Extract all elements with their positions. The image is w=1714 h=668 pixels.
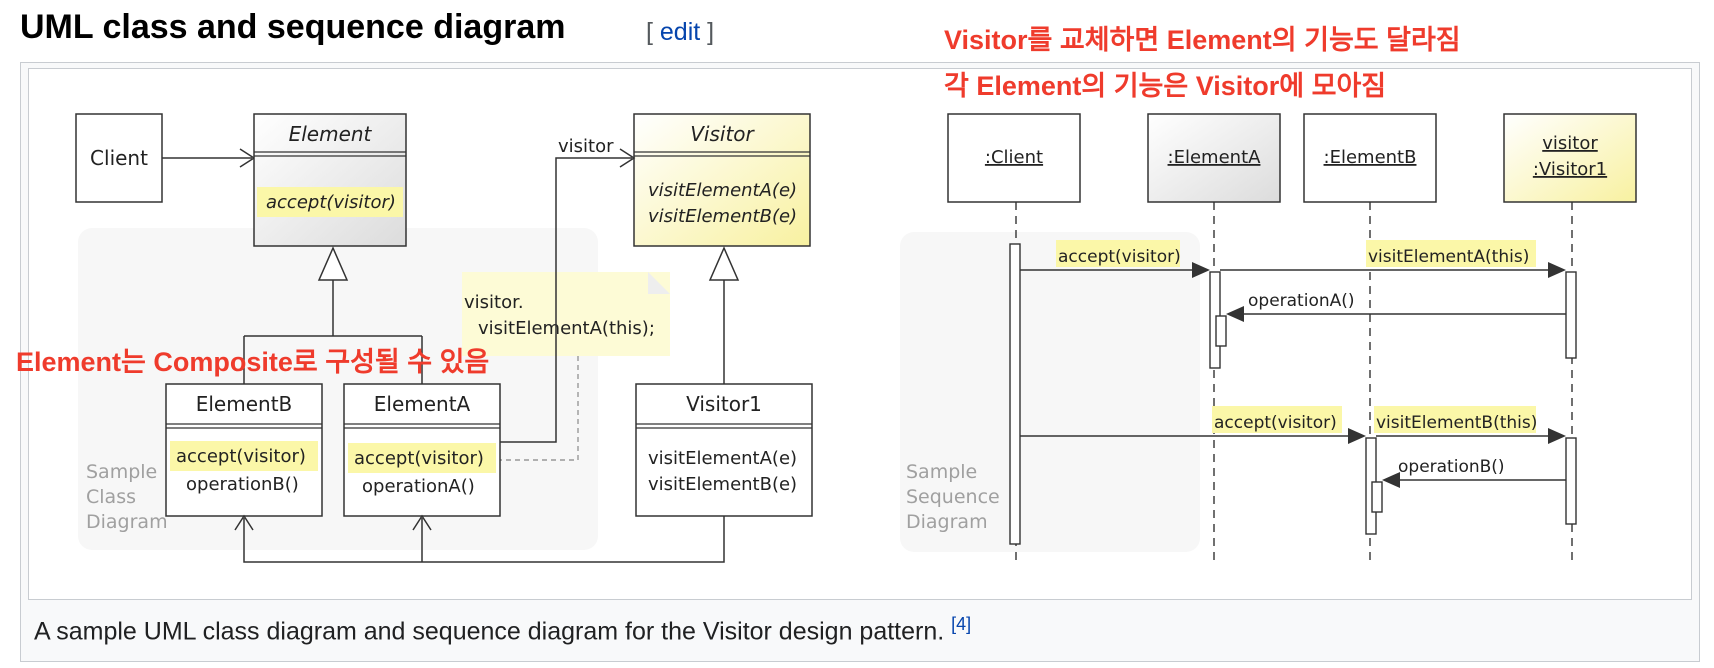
note-connector — [498, 356, 579, 461]
visitor-association — [498, 157, 632, 443]
seq-elementA-label: :ElementA — [1168, 147, 1262, 168]
visitor-activation-2 — [1565, 437, 1577, 525]
client-class-name: Client — [90, 146, 148, 170]
elementB-class-name: ElementB — [196, 392, 293, 416]
visitor-class — [633, 113, 811, 247]
visitor-class-name: Visitor — [690, 122, 755, 146]
visitor1-class-name: Visitor1 — [686, 392, 762, 416]
caption-reference[interactable]: [4] — [951, 614, 972, 634]
element-op-highlight — [257, 187, 403, 217]
seq-visitor-label-1: visitor — [1542, 133, 1598, 154]
msg-accept-2: accept(visitor) — [1214, 413, 1337, 433]
figure-caption: A sample UML class diagram and sequence … — [34, 614, 971, 646]
seq-elementB-label: :ElementB — [1324, 147, 1417, 168]
visitor-op-2: visitElementB(e) — [648, 206, 797, 227]
visitor1-dependency — [243, 516, 725, 563]
seq-watermark-1: Sample — [906, 461, 977, 483]
visitor-op-1: visitElementA(e) — [648, 180, 797, 201]
annotation-visitor-swap: Visitor를 교체하면 Element의 기능도 달라짐 — [944, 25, 1461, 55]
annotation-visitor-collect: 각 Element의 기능은 Visitor에 모아짐 — [944, 71, 1387, 101]
class-watermark-3: Diagram — [86, 511, 168, 533]
seq-visitor-label-2: :Visitor1 — [1533, 159, 1607, 180]
client-activation — [1009, 243, 1021, 545]
client-class — [75, 113, 163, 203]
msg-visitElementB: visitElementB(this) — [1376, 413, 1537, 433]
note-line-1: visitor. — [464, 292, 524, 313]
caption-text: A sample UML class diagram and sequence … — [34, 617, 952, 646]
note-line-2: visitElementA(this); — [478, 318, 655, 339]
seq-elementB-box — [1303, 113, 1437, 203]
note-fold — [648, 272, 670, 294]
elementA-class-name: ElementA — [374, 392, 471, 416]
seq-visitor-box — [1503, 113, 1637, 203]
seq-watermark-2: Sequence — [906, 486, 1000, 508]
annotation-composite: Element는 Composite로 구성될 수 있음 — [16, 347, 490, 377]
msg-visitElementA: visitElementA(this) — [1368, 247, 1529, 267]
edit-bracket-close: ] — [700, 18, 715, 46]
visitor1-op-2: visitElementB(e) — [648, 474, 797, 495]
elementA-op-highlight — [348, 443, 496, 473]
sequence-sample-panel — [900, 232, 1200, 552]
seq-elementA-box — [1147, 113, 1281, 203]
element-op: accept(visitor) — [266, 192, 396, 213]
msg-operationB: operationB() — [1398, 457, 1505, 477]
edit-section: [ edit ] — [646, 18, 714, 47]
seq-client-box — [947, 113, 1081, 203]
visitor1-op-1: visitElementA(e) — [648, 448, 797, 469]
element-class-name: Element — [289, 122, 373, 146]
elementA-op-2: operationA() — [362, 476, 475, 497]
msg-accept-1: accept(visitor) — [1058, 247, 1181, 267]
visitor-activation-1 — [1565, 271, 1577, 359]
elementB-op-2: operationB() — [186, 474, 299, 495]
elementA-op-1: accept(visitor) — [354, 448, 484, 469]
code-note — [462, 272, 670, 356]
section-heading: UML class and sequence diagram — [20, 8, 566, 46]
class-watermark-2: Class — [86, 486, 136, 508]
msg-operationA: operationA() — [1248, 291, 1355, 311]
seq-client-label: :Client — [985, 147, 1043, 168]
association-label: visitor — [558, 136, 614, 157]
visitor-generalization-triangle — [708, 246, 740, 281]
class-watermark-1: Sample — [86, 461, 157, 483]
elementB-op-highlight — [170, 441, 318, 471]
edit-bracket-open: [ — [646, 18, 660, 46]
visitor1-class — [635, 383, 813, 517]
element-class — [253, 113, 407, 247]
edit-link[interactable]: edit — [659, 18, 701, 46]
seq-watermark-3: Diagram — [906, 511, 988, 533]
elementB-op-1: accept(visitor) — [176, 446, 306, 467]
